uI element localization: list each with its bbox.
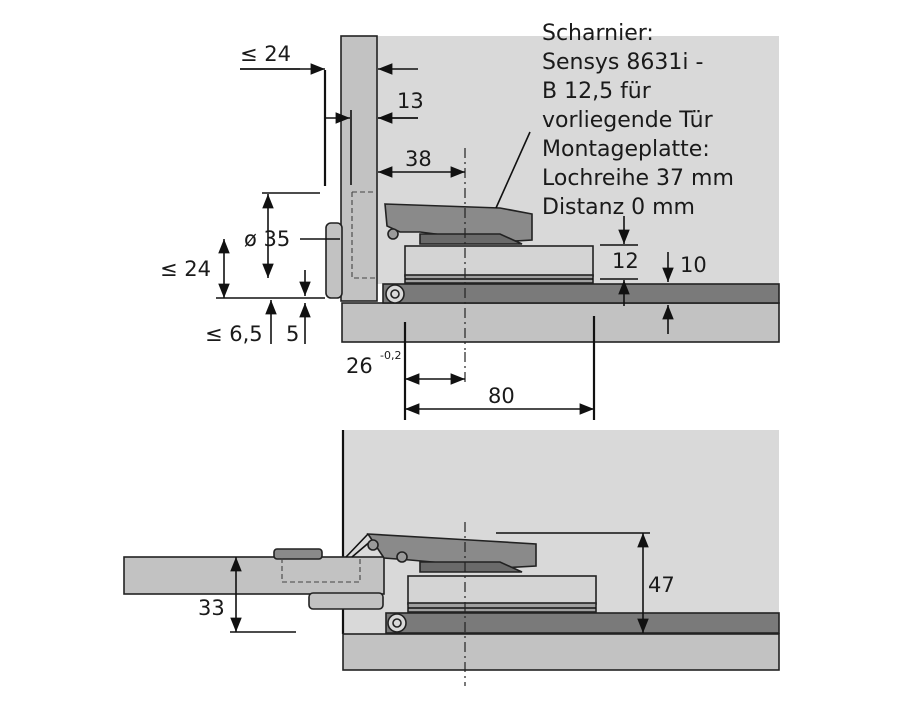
note-line-2: Sensys 8631i - [542,50,703,75]
closed-view: ≤ 24 13 38 ø 35 ≤ 24 ≤ 6,5 5 12 [160,35,780,420]
mounting-plate-base-open [407,575,597,605]
dim-open-height: 47 [648,573,675,597]
mounting-plate-strip [382,283,780,304]
dim-plate-height: 12 [612,249,639,273]
hinge-cup-outline [351,191,377,279]
dim-cup-offset: 38 [405,147,432,171]
pivot-screw [385,284,405,304]
dim-gap: 5 [286,322,299,346]
dim-hole-spacing: 80 [488,384,515,408]
note-line-6: Lochreihe 37 mm [542,166,734,191]
note-line-5: Montageplatte: [542,137,710,162]
note-line-4: vorliegende Tür [542,108,714,133]
note-line-7: Distanz 0 mm [542,195,695,220]
dim-overlay-max: ≤ 24 [240,42,291,66]
cabinet-side-panel-open [342,633,780,671]
dim-door-thickness: 13 [397,89,424,113]
dim-cup-diameter: ø 35 [244,227,290,251]
door-panel-closed [340,35,378,302]
hinge-arm-open [366,533,537,569]
cabinet-side-panel [341,302,780,343]
dim-height-max: ≤ 24 [160,257,211,281]
note-line-3: B 12,5 für [542,79,652,104]
dim-gap-max: ≤ 6,5 [205,322,263,346]
door-panel-open [123,556,385,595]
mounting-plate-strip-open [385,612,780,634]
note-line-1: Scharnier: [542,21,654,46]
pivot-screw-open [387,613,407,633]
hinge-spec-note: Scharnier: Sensys 8631i - B 12,5 für vor… [542,21,734,220]
door-overlay-block [325,222,343,299]
open-view: 33 47 [123,430,780,686]
dim-plate-thickness: 10 [680,253,707,277]
dim-boring-tolerance: -0,2 [380,349,401,362]
mounting-plate-base [404,245,594,277]
dim-open-door-thickness: 33 [198,596,225,620]
dim-boring-distance: 26 [346,354,373,378]
